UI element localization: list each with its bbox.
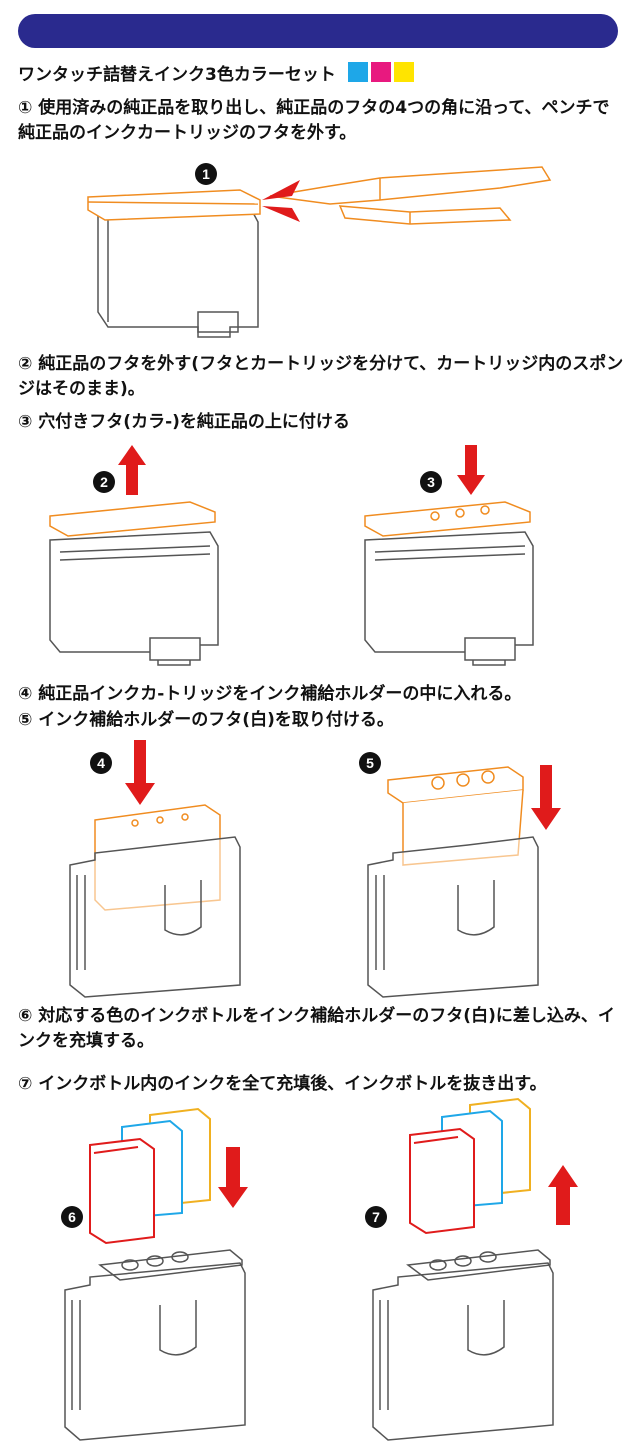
figure-3-illustration: 3 — [364, 445, 534, 666]
figure-1-badge: 1 — [195, 163, 217, 185]
svg-text:7: 7 — [372, 1209, 380, 1225]
removed-cap — [49, 501, 216, 537]
svg-text:2: 2 — [100, 474, 108, 490]
ink-holder — [367, 836, 539, 998]
magenta-bottle — [89, 1137, 155, 1245]
figure-6-illustration: 6 — [61, 1107, 248, 1441]
step-3-text: ③ 穴付きフタ(カラ-)を純正品の上に付ける — [18, 412, 350, 432]
step-6-text: ⑥ 対応する色のインクボトルをインク補給ホルダーのフタ(白)に差し込み、インクを… — [18, 1006, 615, 1051]
figure-5-illustration: 5 — [359, 752, 561, 998]
color-swatches — [347, 62, 414, 82]
arrow-down-icon — [531, 765, 561, 830]
svg-text:4: 4 — [97, 755, 105, 771]
step-7-text: ⑦ インクボトル内のインクを全て充填後、インクボトルを抜き出す。 — [18, 1074, 547, 1094]
yellow-swatch — [393, 62, 414, 82]
figure-3-badge: 3 — [420, 471, 442, 493]
arrow-down-icon — [457, 445, 485, 495]
figure-7-illustration: 7 — [365, 1097, 578, 1441]
ink-holder — [372, 1249, 554, 1441]
arrow-down-icon — [125, 740, 155, 805]
figure-1-illustration: 1 — [87, 163, 552, 338]
svg-text:5: 5 — [366, 755, 374, 771]
arrow-up-icon — [548, 1165, 578, 1225]
figure-4-illustration: 4 — [69, 740, 241, 998]
cartridge-open — [49, 531, 219, 666]
cartridge-body — [97, 206, 259, 338]
ink-holder — [64, 1249, 246, 1441]
arrow-down-icon — [218, 1147, 248, 1208]
ink-holder — [69, 836, 241, 998]
title-row: ワンタッチ詰替えインク3色カラーセット — [18, 60, 414, 85]
arrow-up-icon — [118, 445, 146, 495]
cut-arrows-icon — [262, 180, 300, 222]
magenta-bottle — [409, 1127, 475, 1235]
holed-cap — [364, 501, 531, 537]
pliers-icon — [269, 166, 552, 225]
original-cap — [87, 189, 261, 221]
header-banner — [18, 14, 618, 48]
figure-2-illustration: 2 — [49, 445, 219, 666]
svg-text:6: 6 — [68, 1209, 76, 1225]
cartridge-open — [364, 531, 534, 666]
cyan-swatch — [347, 62, 368, 82]
figure-1-number: 1 — [202, 166, 210, 182]
figure-4-badge: 4 — [90, 752, 112, 774]
step-2-text: ② 純正品のフタを外す(フタとカートリッジを分けて、カートリッジ内のスポンジはそ… — [18, 354, 624, 399]
figure-5-badge: 5 — [359, 752, 381, 774]
step-5-text: ⑤ インク補給ホルダーのフタ(白)を取り付ける。 — [18, 710, 394, 730]
step-1-text: ① 使用済みの純正品を取り出し、純正品のフタの4つの角に沿って、ペンチで純正品の… — [18, 98, 610, 143]
figure-2-badge: 2 — [93, 471, 115, 493]
step-4-text: ④ 純正品インクカ-トリッジをインク補給ホルダーの中に入れる。 — [18, 684, 522, 704]
magenta-swatch — [370, 62, 391, 82]
page-title: ワンタッチ詰替えインク3色カラーセット — [18, 64, 336, 85]
figure-6-badge: 6 — [61, 1206, 83, 1228]
figure-7-badge: 7 — [365, 1206, 387, 1228]
svg-text:3: 3 — [427, 474, 435, 490]
